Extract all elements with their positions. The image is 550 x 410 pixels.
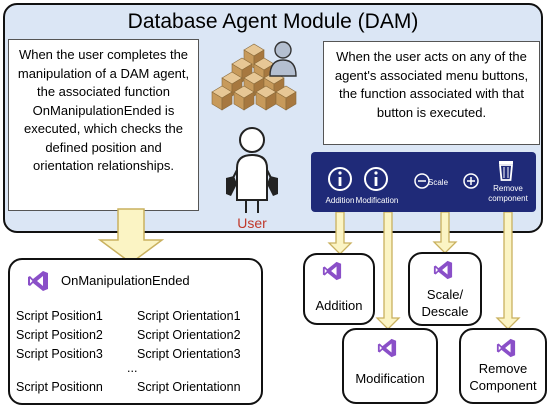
addition-box-label: Addition [315, 298, 363, 313]
script-position-3: Script Position3 [16, 347, 103, 361]
script-orientation-n: Script Orientationn [137, 380, 241, 394]
script-position-2: Script Position2 [16, 328, 103, 342]
remove-component-box: Remove Component [459, 328, 547, 404]
script-orientation-2: Script Orientation2 [137, 328, 241, 342]
visual-studio-icon [377, 338, 397, 358]
visual-studio-icon [433, 260, 453, 280]
toolbar-icons [328, 161, 513, 191]
scale-control-label[interactable]: Scale [428, 178, 449, 187]
trash-icon [499, 161, 513, 181]
remove-label-line1: Remove [493, 184, 523, 193]
modification-button[interactable]: Modification [355, 196, 399, 205]
function-name: OnManipulationEnded [61, 273, 190, 288]
scale-descale-box: Scale/ Descale [408, 252, 482, 326]
manipulation-description: When the user completes the manipulation… [8, 39, 199, 211]
modification-box: Modification [342, 328, 438, 404]
onmanipulationended-box: OnManipulationEnded Script Position1 Scr… [8, 258, 263, 405]
minus-icon [414, 173, 430, 189]
menu-buttons-description: When the user acts on any of the agent's… [323, 41, 540, 145]
info-icon-addition [328, 167, 352, 191]
module-title: Database Agent Module (DAM) [127, 10, 419, 33]
remove-box-label-line1: Remove [478, 361, 528, 376]
script-orientation-1: Script Orientation1 [137, 309, 241, 323]
person-icon [269, 41, 297, 77]
scale-box-label-line1: Scale/ [426, 287, 464, 302]
modification-box-label: Modification [355, 371, 425, 386]
addition-button[interactable]: Addition [325, 196, 355, 205]
visual-studio-icon [322, 261, 342, 281]
addition-box: Addition [303, 253, 375, 325]
plus-icon [463, 173, 479, 189]
script-position-1: Script Position1 [16, 309, 103, 323]
ellipsis: ... [127, 361, 138, 375]
scale-box-label-line2: Descale [421, 304, 469, 319]
arrows-from-toolbar [327, 211, 521, 330]
user-label: User [237, 215, 267, 231]
agent-menu-toolbar: Addition Modification Scale Remove compo… [311, 152, 536, 212]
script-orientation-3: Script Orientation3 [137, 347, 241, 361]
arrow-to-onmanipulationended [97, 208, 165, 264]
user-figure-icon [226, 127, 278, 213]
remove-box-label-line2: Component [469, 378, 537, 393]
visual-studio-icon [28, 271, 48, 291]
visual-studio-icon [496, 338, 516, 358]
info-icon-modification [364, 167, 388, 191]
remove-label-line2: component [488, 194, 528, 203]
script-position-n: Script Positionn [16, 380, 103, 394]
remove-component-button[interactable]: Remove component [481, 184, 535, 204]
